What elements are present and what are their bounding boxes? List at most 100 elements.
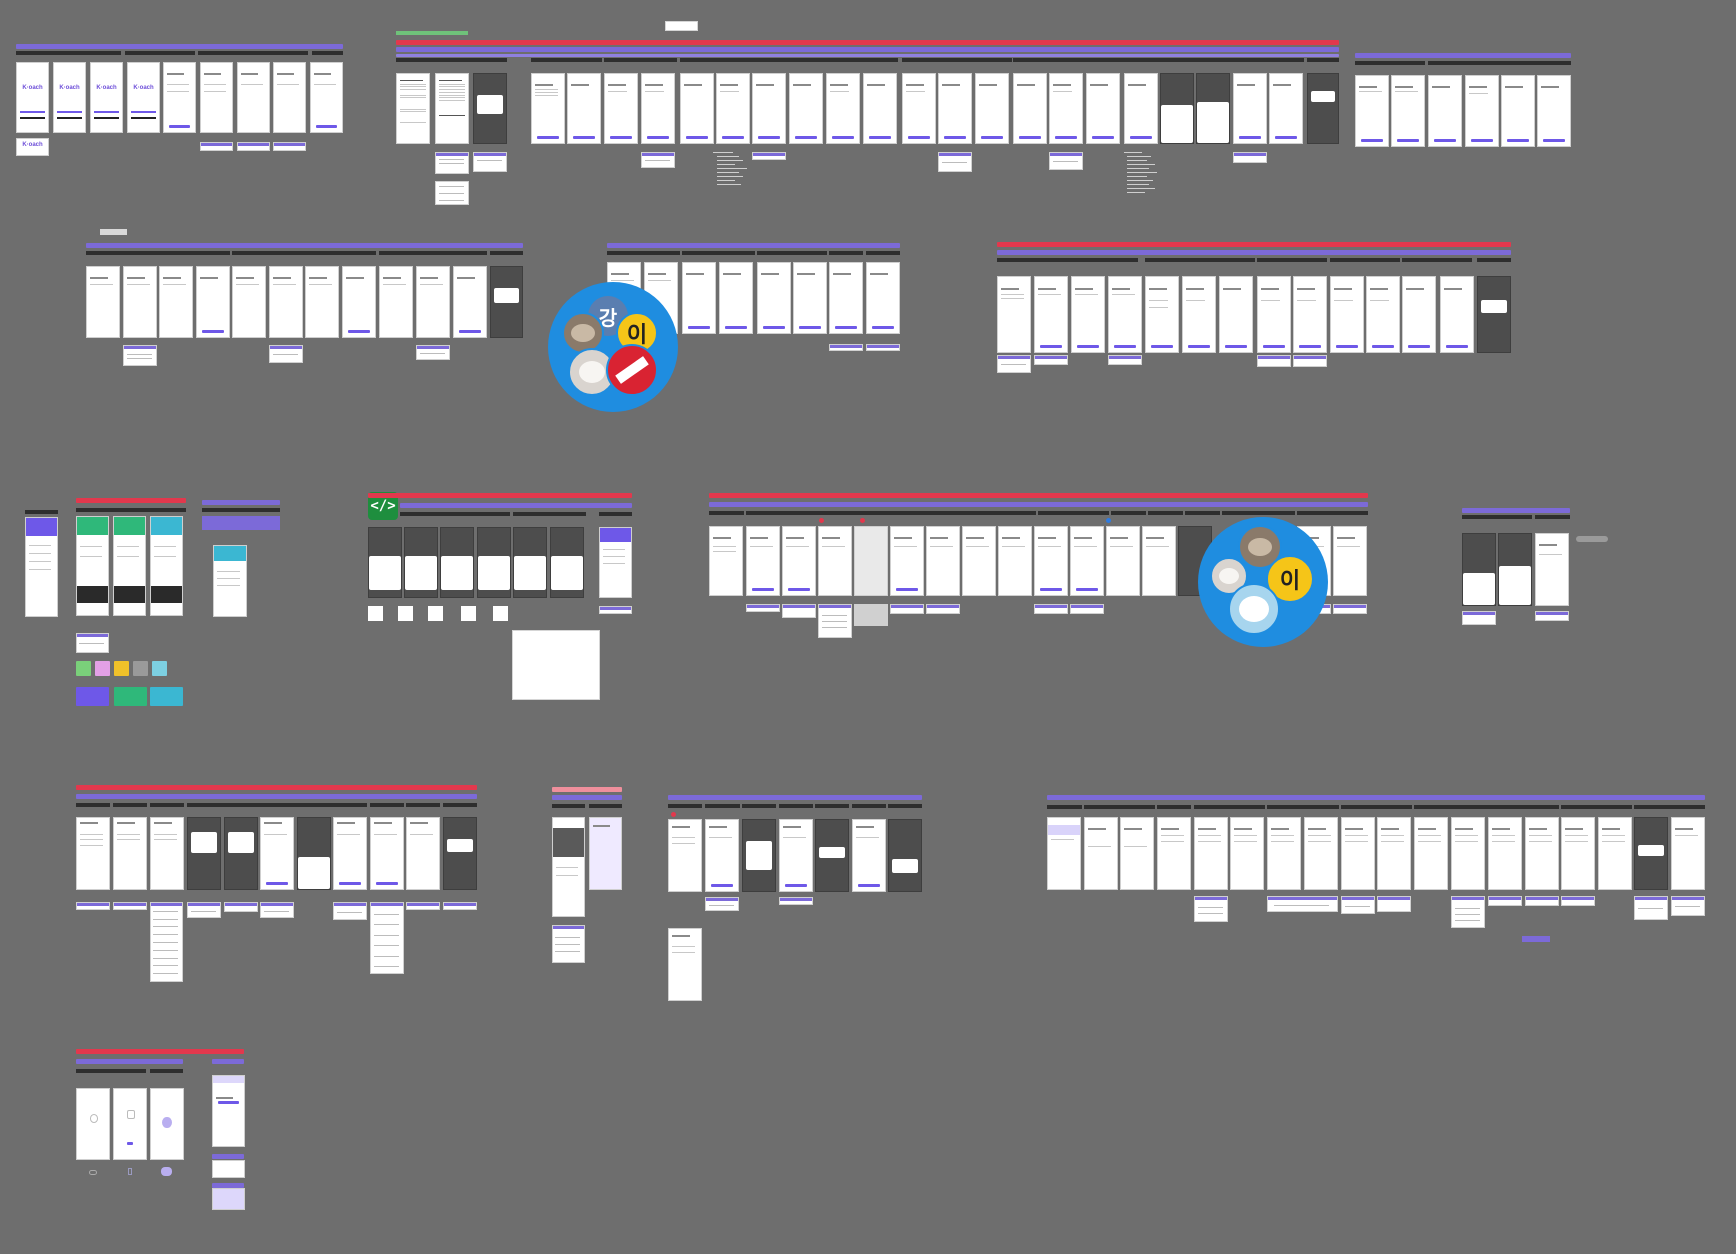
- survey-screen[interactable]: [1182, 276, 1216, 353]
- character-swatch-blue[interactable]: [152, 661, 167, 676]
- question-screen[interactable]: [531, 73, 565, 144]
- step-screen[interactable]: [829, 262, 863, 334]
- mypage-screen[interactable]: [1377, 817, 1411, 890]
- detail-screen[interactable]: [404, 527, 438, 598]
- image-screen[interactable]: [552, 817, 585, 917]
- splash-screen[interactable]: K·oach: [16, 62, 49, 133]
- collaborator-avatar-cluster[interactable]: 이: [1198, 517, 1328, 647]
- profile-step-screen[interactable]: [159, 266, 193, 338]
- question-screen[interactable]: [1086, 73, 1120, 144]
- step-screen[interactable]: [793, 262, 827, 334]
- dialog-screen[interactable]: [1477, 276, 1511, 353]
- record-screen[interactable]: [818, 526, 852, 596]
- app-icon-tile[interactable]: K·oach: [16, 138, 49, 156]
- question-screen[interactable]: [680, 73, 714, 144]
- settings-dialog-screen[interactable]: [224, 817, 258, 890]
- mypage-screen[interactable]: [1120, 817, 1154, 890]
- question-screen[interactable]: [1465, 75, 1499, 147]
- profile-step-screen[interactable]: [453, 266, 487, 338]
- settings-screen[interactable]: [370, 817, 404, 890]
- survey-screen[interactable]: [1293, 276, 1327, 353]
- detail-screen[interactable]: [440, 527, 474, 598]
- record-screen[interactable]: [854, 526, 888, 596]
- report-screen[interactable]: [668, 928, 702, 1001]
- step-screen[interactable]: [866, 262, 900, 334]
- detail-screen[interactable]: [477, 527, 511, 598]
- splash-screen[interactable]: K·oach: [53, 62, 86, 133]
- report-screen[interactable]: [668, 819, 702, 892]
- settings-screen[interactable]: [333, 817, 367, 890]
- bottom-sheet-screen[interactable]: [1196, 73, 1230, 144]
- empty-state-screen[interactable]: [76, 1088, 110, 1160]
- question-screen[interactable]: [1269, 73, 1303, 144]
- banner-teal[interactable]: [150, 687, 183, 706]
- question-screen[interactable]: [975, 73, 1009, 144]
- question-screen[interactable]: [1124, 73, 1158, 144]
- step-screen[interactable]: [719, 262, 753, 334]
- survey-screen[interactable]: [1108, 276, 1142, 353]
- question-screen[interactable]: [1501, 75, 1535, 147]
- settings-screen[interactable]: [260, 817, 294, 890]
- record-screen[interactable]: [782, 526, 816, 596]
- empty-state-screen[interactable]: [113, 1088, 147, 1160]
- survey-screen[interactable]: [1219, 276, 1253, 353]
- login-screen[interactable]: [163, 62, 196, 133]
- mypage-screen[interactable]: [1084, 817, 1118, 890]
- settings-dialog-screen[interactable]: [297, 817, 331, 890]
- profile-step-screen[interactable]: [342, 266, 376, 338]
- mypage-screen[interactable]: [1561, 817, 1595, 890]
- step-screen[interactable]: [757, 262, 791, 334]
- detail-screen[interactable]: [368, 527, 402, 598]
- record-screen[interactable]: [926, 526, 960, 596]
- settings-screen[interactable]: [406, 817, 440, 890]
- record-screen[interactable]: [1142, 526, 1176, 596]
- question-screen[interactable]: [752, 73, 786, 144]
- question-screen[interactable]: [863, 73, 897, 144]
- mypage-screen[interactable]: [1157, 817, 1191, 890]
- sheet-screen[interactable]: [1462, 533, 1496, 606]
- survey-screen[interactable]: [1034, 276, 1068, 353]
- settings-screen[interactable]: [150, 817, 184, 890]
- record-screen[interactable]: [890, 526, 924, 596]
- question-screen[interactable]: [1049, 73, 1083, 144]
- terms-dialog-screen[interactable]: [473, 73, 507, 144]
- profile-step-screen[interactable]: [416, 266, 450, 338]
- character-select-screen[interactable]: [213, 545, 247, 617]
- report-screen[interactable]: [705, 819, 739, 892]
- terms-screen[interactable]: [396, 73, 430, 144]
- question-screen[interactable]: [1537, 75, 1571, 147]
- report-screen[interactable]: [852, 819, 886, 892]
- report-dialog-screen[interactable]: [888, 819, 922, 892]
- record-screen[interactable]: [1034, 526, 1068, 596]
- mypage-screen[interactable]: [1267, 817, 1301, 890]
- record-screen[interactable]: [1333, 526, 1367, 596]
- comment-pin[interactable]: [1576, 536, 1608, 542]
- info-marker[interactable]: [1106, 518, 1111, 523]
- login-screen[interactable]: [200, 62, 233, 133]
- question-screen[interactable]: [604, 73, 638, 144]
- character-swatch-green[interactable]: [76, 661, 91, 676]
- invite-screen[interactable]: [212, 1075, 245, 1147]
- mypage-screen[interactable]: [1525, 817, 1559, 890]
- error-marker[interactable]: [860, 518, 865, 523]
- mypage-screen[interactable]: [1047, 817, 1081, 890]
- character-swatch-yellow[interactable]: [114, 661, 129, 676]
- profile-step-screen[interactable]: [269, 266, 303, 338]
- avatar-character-cat[interactable]: [1228, 583, 1280, 635]
- empty-state-screen[interactable]: [150, 1088, 184, 1160]
- profile-step-screen[interactable]: [86, 266, 120, 338]
- mypage-screen[interactable]: [1451, 817, 1485, 890]
- detail-screen[interactable]: [513, 527, 547, 598]
- character-swatch-gray[interactable]: [133, 661, 148, 676]
- record-screen[interactable]: [709, 526, 743, 596]
- question-screen[interactable]: [1233, 73, 1267, 144]
- splash-screen[interactable]: K·oach: [90, 62, 123, 133]
- collaborator-avatar-cluster[interactable]: 강 이: [548, 282, 678, 412]
- terms-screen[interactable]: [435, 73, 469, 144]
- record-screen[interactable]: [1106, 526, 1140, 596]
- question-screen[interactable]: [1355, 75, 1389, 147]
- invite-card[interactable]: [212, 1160, 245, 1178]
- profile-step-screen[interactable]: [123, 266, 157, 338]
- question-screen[interactable]: [902, 73, 936, 144]
- survey-screen[interactable]: [1330, 276, 1364, 353]
